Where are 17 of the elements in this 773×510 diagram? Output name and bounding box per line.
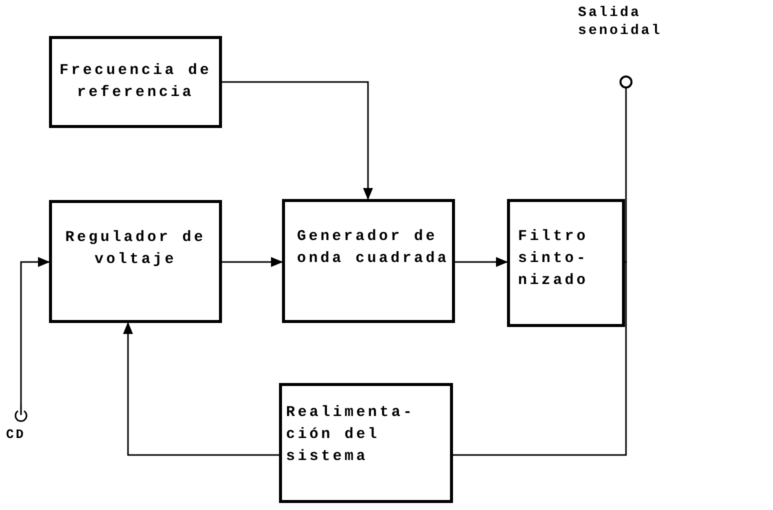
- process-box: [49, 200, 222, 323]
- box-label: Realimenta- ción del sistema: [286, 403, 416, 467]
- terminal-label: Salida senoidal: [578, 4, 664, 40]
- connector-arrow: [123, 322, 279, 456]
- connector-arrow: [222, 81, 373, 200]
- box-label: Generador de onda cuadrada: [297, 227, 450, 269]
- connector-arrow: [455, 257, 508, 267]
- terminal-label: CD: [6, 427, 26, 443]
- connector-arrow: [20, 257, 50, 405]
- process-box: [507, 199, 625, 327]
- process-box: [49, 36, 222, 128]
- process-box: [279, 383, 453, 503]
- connector-arrow: [222, 257, 283, 267]
- box-label: Regulador de voltaje: [64, 228, 207, 270]
- box-label: Filtro sinto- nizado: [518, 227, 590, 291]
- box-label: Frecuencia de referencia: [58, 61, 213, 103]
- process-box: [282, 199, 455, 323]
